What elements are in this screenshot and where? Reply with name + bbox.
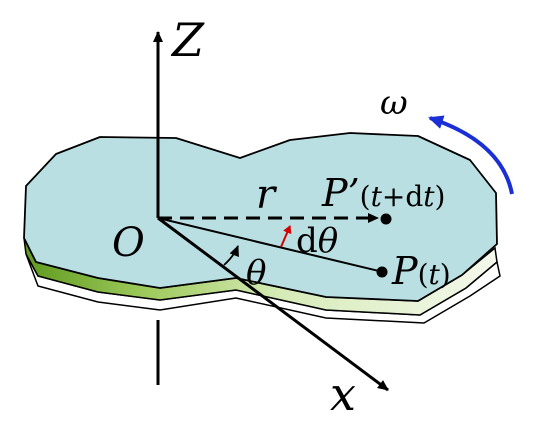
p-time-open: ( xyxy=(418,258,429,291)
point-p-prime xyxy=(380,213,392,225)
p-prime-label: P’(t+dt) xyxy=(321,171,445,215)
omega-label: ω xyxy=(380,83,408,123)
p-prime-time-t: t xyxy=(371,180,383,213)
theta-arc xyxy=(223,245,239,266)
d-theta-theta: θ xyxy=(318,221,338,261)
z-axis-label: Z xyxy=(170,13,205,67)
p-letter: P xyxy=(391,249,419,293)
disk-top xyxy=(23,132,498,302)
p-prime-time-t2: t xyxy=(423,180,435,213)
point-p xyxy=(376,266,388,278)
theta-label: θ xyxy=(246,253,266,293)
d-theta-arrow xyxy=(280,225,292,248)
p-prime-letter: P’ xyxy=(321,171,360,215)
p-prime-time-plus-d: +d xyxy=(382,180,423,213)
d-theta-label: dθ xyxy=(296,221,338,261)
radius-label: r xyxy=(256,172,278,218)
omega-arrow xyxy=(428,115,514,195)
op-line xyxy=(157,217,384,273)
p-label: P(t) xyxy=(391,249,451,293)
p-time-t: t xyxy=(429,258,441,291)
x-axis-label: x xyxy=(330,367,356,421)
origin-label: O xyxy=(112,220,145,266)
x-axis xyxy=(157,216,389,392)
p-prime-time-open: ( xyxy=(360,180,371,213)
p-prime-time-close: ) xyxy=(435,180,446,213)
d-theta-d: d xyxy=(296,221,318,261)
p-time-close: ) xyxy=(440,258,451,291)
